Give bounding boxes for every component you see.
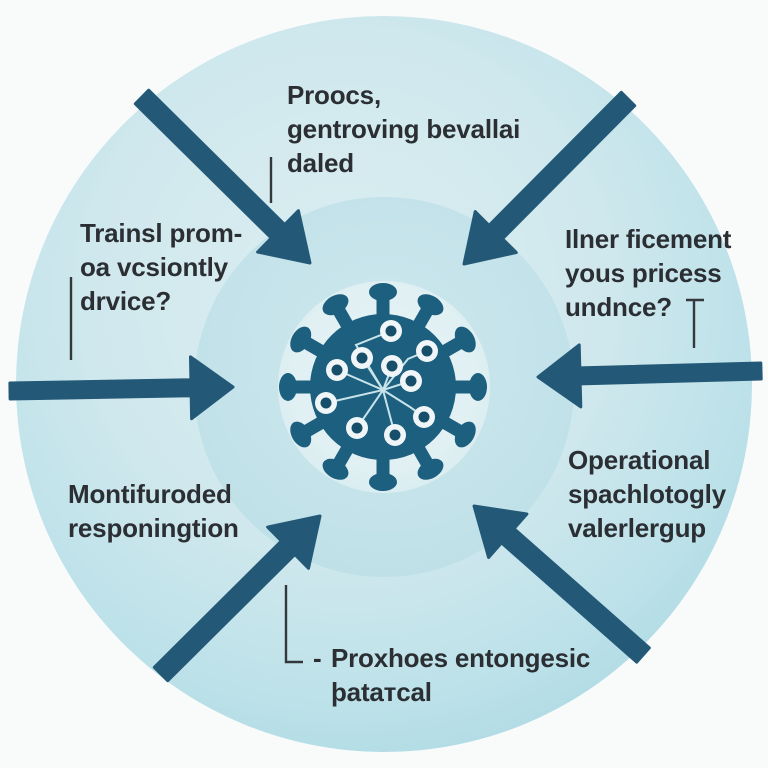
label-line: daled xyxy=(287,148,354,178)
label-line: gentroving bevallai xyxy=(287,114,521,144)
virus-node xyxy=(326,359,348,381)
callout-bracket-upper-right xyxy=(686,298,704,348)
callout-bracket-bottom xyxy=(284,585,303,664)
virus-node xyxy=(380,320,402,342)
label-line: Montifuroded xyxy=(68,479,232,509)
label-line: Proxhoes entongesic xyxy=(331,643,591,673)
label-line: yous pricess xyxy=(565,258,722,288)
label-line: Proocs, xyxy=(287,80,381,110)
inward-arrow-from-bottom-left xyxy=(152,514,322,683)
label-line: Operational xyxy=(568,445,711,475)
label-bottom-dash: - xyxy=(313,643,322,673)
label-line: Trainsl prom- xyxy=(80,218,243,248)
label-bottom: Proxhoes entongesic þataтcal xyxy=(331,641,590,709)
label-line: Ilner ficement xyxy=(565,224,732,254)
inward-arrow-from-top-right xyxy=(462,90,637,266)
label-upper-left: Trainsl prom- oa vcsiontly drvice? xyxy=(80,216,242,318)
label-line: spachlotogly xyxy=(568,479,726,509)
virus-node xyxy=(381,355,403,377)
label-top: Proocs, gentroving bevallai daled xyxy=(287,78,520,180)
virus-node xyxy=(351,347,373,369)
label-upper-right: Ilner ficement yous pricess undnce? xyxy=(565,222,731,324)
label-line: valerlergup xyxy=(568,513,706,543)
virus-node xyxy=(400,370,422,392)
virus-node xyxy=(416,340,438,362)
virus-node xyxy=(346,417,368,439)
label-line: oa vcsiontly xyxy=(80,252,228,282)
virus-node xyxy=(413,406,435,428)
label-line: responingtion xyxy=(68,513,239,543)
virus-node xyxy=(384,424,406,446)
label-lower-right: Operational spachlotogly valerlergup xyxy=(568,443,726,545)
label-lower-left: Montifuroded responingtion xyxy=(68,477,239,545)
inward-arrow-from-top-left xyxy=(133,88,312,265)
inward-arrow-from-bottom-right xyxy=(472,504,651,664)
virus-network-icon xyxy=(279,283,487,491)
virus-node xyxy=(315,392,337,414)
label-line: þataтcal xyxy=(331,677,432,707)
inward-arrow-from-left xyxy=(8,355,235,421)
label-line: drvice? xyxy=(80,286,172,316)
label-line: undnce? xyxy=(565,292,672,322)
inward-arrow-from-right xyxy=(536,343,763,409)
